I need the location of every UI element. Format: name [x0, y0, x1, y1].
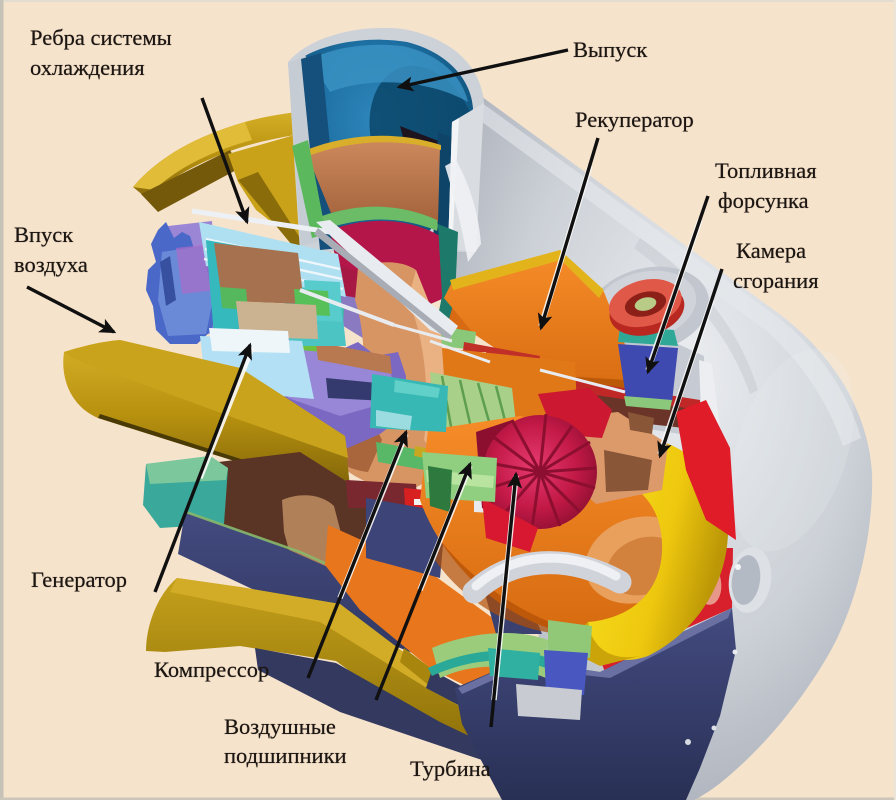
svg-text:Генератор: Генератор	[31, 567, 127, 592]
svg-text:Камера: Камера	[736, 238, 806, 263]
svg-text:форсунка: форсунка	[718, 188, 809, 213]
svg-text:охлаждения: охлаждения	[30, 55, 145, 80]
svg-text:Выпуск: Выпуск	[573, 37, 647, 62]
svg-text:Рекуператор: Рекуператор	[575, 107, 694, 132]
svg-text:Компрессор: Компрессор	[154, 657, 269, 682]
svg-text:Ребра системы: Ребра системы	[30, 25, 172, 50]
svg-text:Турбина: Турбина	[410, 756, 491, 781]
svg-text:Впуск: Впуск	[14, 222, 73, 247]
svg-text:Топливная: Топливная	[715, 158, 817, 183]
svg-text:воздуха: воздуха	[14, 252, 88, 277]
svg-text:подшипники: подшипники	[224, 743, 347, 768]
svg-text:Воздушные: Воздушные	[224, 714, 336, 739]
svg-text:сгорания: сгорания	[733, 268, 819, 293]
